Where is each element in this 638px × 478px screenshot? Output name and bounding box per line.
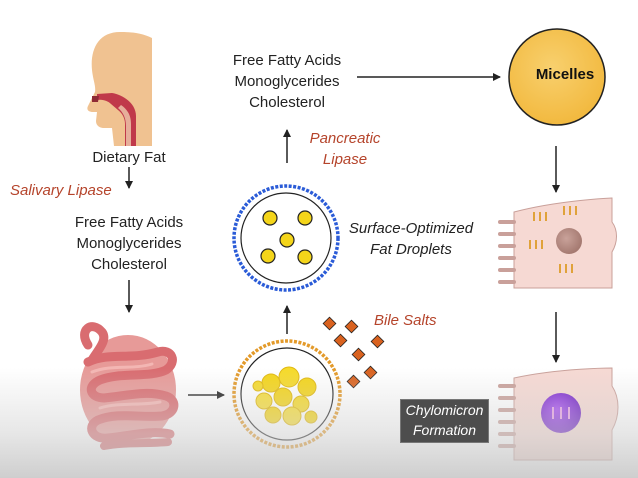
surface-droplets-label: Surface-Optimized Fat Droplets	[348, 220, 474, 258]
enterocyte-chylomicron-cell-icon	[498, 367, 619, 461]
chylomicron-formation-label: Chylomicron Formation	[401, 400, 488, 442]
small-intestine-icon	[80, 322, 179, 450]
micelle-circle-icon	[508, 28, 606, 126]
human-head-profile-icon	[87, 32, 152, 146]
fat-globule-emulsion-icon	[232, 339, 342, 449]
top-products-label: Free Fatty Acids Monoglycerides Choleste…	[232, 52, 342, 111]
enterocyte-cell-icon	[498, 197, 617, 289]
micelles-label: Micelles	[535, 66, 595, 83]
left-products-label: Free Fatty Acids Monoglycerides Choleste…	[74, 214, 184, 273]
pancreatic-lipase-label: Pancreatic Lipase	[309, 130, 381, 168]
bile-salts-label: Bile Salts	[374, 312, 437, 329]
surface-optimized-droplet-icon	[232, 184, 340, 292]
salivary-lipase-label: Salivary Lipase	[10, 182, 112, 199]
dietary-fat-label: Dietary Fat	[92, 149, 166, 166]
